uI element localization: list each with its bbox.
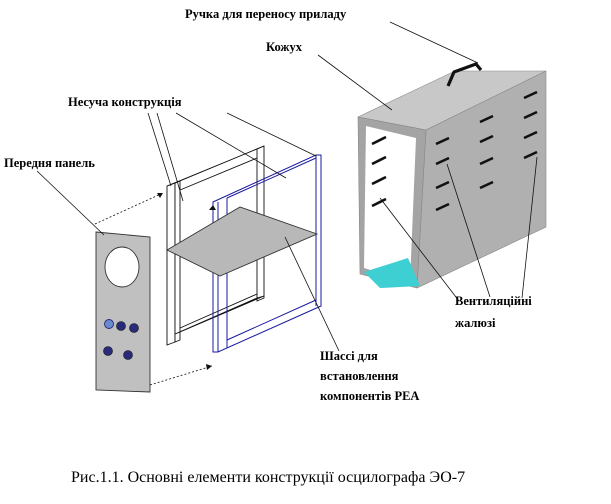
screen-opening bbox=[104, 246, 140, 288]
label-vents-2: жалюзі bbox=[455, 316, 496, 330]
control-knob bbox=[123, 350, 133, 360]
assembly-arrowheads bbox=[157, 193, 216, 370]
side-vent-slots bbox=[435, 90, 538, 212]
casing-inner-cavity bbox=[364, 126, 416, 282]
assembly-guide-lines bbox=[94, 192, 213, 386]
inner-wall-vent-slots bbox=[371, 135, 387, 208]
label-vents-1: Вентиляційні bbox=[455, 294, 532, 308]
label-front-panel: Передня панель bbox=[4, 156, 95, 170]
control-knob bbox=[129, 323, 139, 333]
support-frame bbox=[166, 145, 265, 346]
front-panel bbox=[95, 231, 151, 393]
label-handle: Ручка для переносу приладу bbox=[185, 7, 347, 21]
label-chassis-3: компонентів РЕА bbox=[320, 389, 419, 403]
label-casing: Кожух bbox=[266, 40, 303, 54]
carry-handle bbox=[446, 62, 483, 87]
casing bbox=[357, 62, 547, 289]
frame-front-post bbox=[166, 182, 176, 346]
chassis-plate bbox=[166, 206, 319, 277]
control-knob bbox=[103, 346, 113, 356]
control-knob bbox=[116, 321, 126, 331]
indicator-lamp bbox=[104, 319, 114, 329]
leader-lines bbox=[36, 21, 538, 352]
figure-caption: Рис.1.1. Основні елементи конструкції ос… bbox=[71, 469, 465, 486]
label-chassis-2: встановлення bbox=[320, 369, 399, 383]
casing-inner-floor bbox=[364, 258, 420, 288]
frame-bottom-rail bbox=[174, 295, 265, 335]
frame-top-rail bbox=[166, 145, 265, 187]
label-chassis-1: Шассі для bbox=[320, 349, 378, 363]
label-frame: Несуча конструкція bbox=[68, 95, 182, 109]
